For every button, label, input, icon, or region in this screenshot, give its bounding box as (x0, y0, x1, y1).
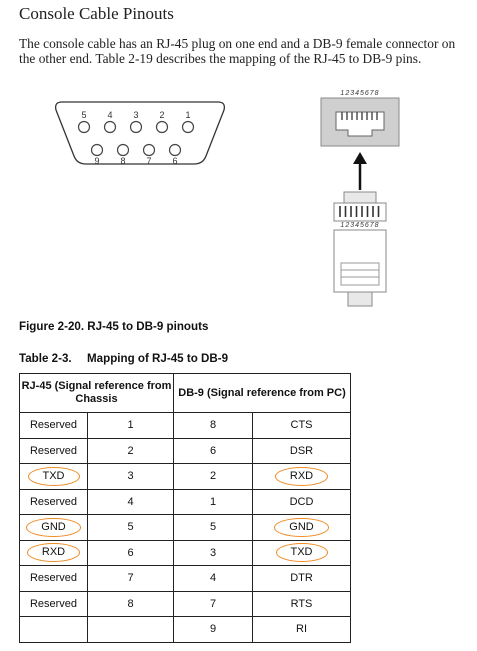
rj45-signal-cell (19, 616, 88, 643)
db9-pin-cell: 2 (173, 463, 253, 490)
rj45-pin-cell: 5 (87, 514, 174, 541)
db9-pin-5 (77, 120, 91, 134)
rj45-plug-pin-numbers: 12345678 (340, 222, 379, 229)
db9-label-5: 5 (81, 110, 86, 120)
header-rj45: RJ-45 (Signal reference from Chassis (19, 373, 174, 413)
pinout-figure: 5 4 3 2 1 9 8 7 6 12345678 (0, 80, 477, 310)
header-db9: DB-9 (Signal reference from PC) (173, 373, 351, 413)
db9-signal-cell: RI (252, 616, 351, 643)
table-caption: Table 2-3. Mapping of RJ-45 to DB-9 (19, 352, 228, 365)
highlight-circle: GND (274, 517, 329, 537)
rj45-pin-cell: 2 (87, 437, 174, 464)
db9-label-3: 3 (133, 110, 138, 120)
rj45-pin-cell: 1 (87, 412, 174, 439)
db9-signal-cell: RTS (252, 590, 351, 617)
db9-label-1: 1 (185, 110, 190, 120)
highlight-circle: RXD (274, 466, 329, 486)
intro-paragraph: The console cable has an RJ-45 plug on o… (19, 36, 456, 66)
db9-signal-cell: DSR (252, 437, 351, 464)
rj45-signal-cell: Reserved (19, 488, 88, 515)
rj45-pin-cell: 7 (87, 565, 174, 592)
rj45-jack-pin-numbers: 12345678 (340, 90, 379, 97)
db9-pin-8 (116, 143, 130, 157)
rj45-signal-cell: GND (19, 514, 88, 541)
db9-signal-cell: RXD (252, 463, 351, 490)
db9-signal-cell: TXD (252, 539, 351, 566)
rj45-signal-cell: Reserved (19, 565, 88, 592)
db9-pin-cell: 9 (173, 616, 253, 643)
rj45-pin-cell: 8 (87, 590, 174, 617)
db9-label-4: 4 (107, 110, 112, 120)
db9-pin-9 (90, 143, 104, 157)
figure-caption: Figure 2-20. RJ-45 to DB-9 pinouts (19, 320, 209, 333)
db9-label-9: 9 (94, 156, 99, 166)
rj45-signal-cell: TXD (19, 463, 88, 490)
rj45-pin-cell: 6 (87, 539, 174, 566)
highlight-circle: GND (26, 517, 81, 537)
db9-label-2: 2 (159, 110, 164, 120)
highlight-circle: RXD (26, 543, 81, 563)
pinout-table: RJ-45 (Signal reference from Chassis DB-… (19, 373, 351, 643)
db9-pin-cell: 8 (173, 412, 253, 439)
db9-label-6: 6 (172, 156, 177, 166)
db9-pin-cell: 1 (173, 488, 253, 515)
rj45-pin-cell: 4 (87, 488, 174, 515)
rj45-signal-cell: RXD (19, 539, 88, 566)
highlight-circle: TXD (275, 543, 328, 563)
db9-signal-cell: DTR (252, 565, 351, 592)
db9-pin-cell: 7 (173, 590, 253, 617)
rj45-pin-cell (87, 616, 174, 643)
db9-pin-1 (181, 120, 195, 134)
table-number: Table 2-3. (19, 352, 72, 365)
db9-signal-cell: CTS (252, 412, 351, 439)
db9-pin-cell: 4 (173, 565, 253, 592)
db9-label-8: 8 (120, 156, 125, 166)
rj45-plug: 12345678 (333, 191, 387, 307)
rj45-pin-cell: 3 (87, 463, 174, 490)
db9-pin-cell: 3 (173, 539, 253, 566)
rj45-signal-cell: Reserved (19, 590, 88, 617)
rj45-signal-cell: Reserved (19, 437, 88, 464)
db9-pin-4 (103, 120, 117, 134)
db9-label-7: 7 (146, 156, 151, 166)
db9-pin-cell: 5 (173, 514, 253, 541)
up-arrow-icon (353, 152, 367, 190)
db9-pin-2 (155, 120, 169, 134)
table-header-row: RJ-45 (Signal reference from Chassis DB-… (19, 373, 351, 413)
db9-signal-cell: DCD (252, 488, 351, 515)
db9-pin-cell: 6 (173, 437, 253, 464)
db9-pin-6 (168, 143, 182, 157)
rj45-jack: 12345678 (320, 90, 400, 147)
highlight-circle: TXD (27, 466, 80, 486)
rj45-signal-cell: Reserved (19, 412, 88, 439)
db9-pin-3 (129, 120, 143, 134)
table-title: Mapping of RJ-45 to DB-9 (87, 352, 229, 365)
db9-connector: 5 4 3 2 1 9 8 7 6 (54, 101, 226, 166)
db9-pin-7 (142, 143, 156, 157)
db9-signal-cell: GND (252, 514, 351, 541)
page-heading: Console Cable Pinouts (19, 4, 174, 23)
